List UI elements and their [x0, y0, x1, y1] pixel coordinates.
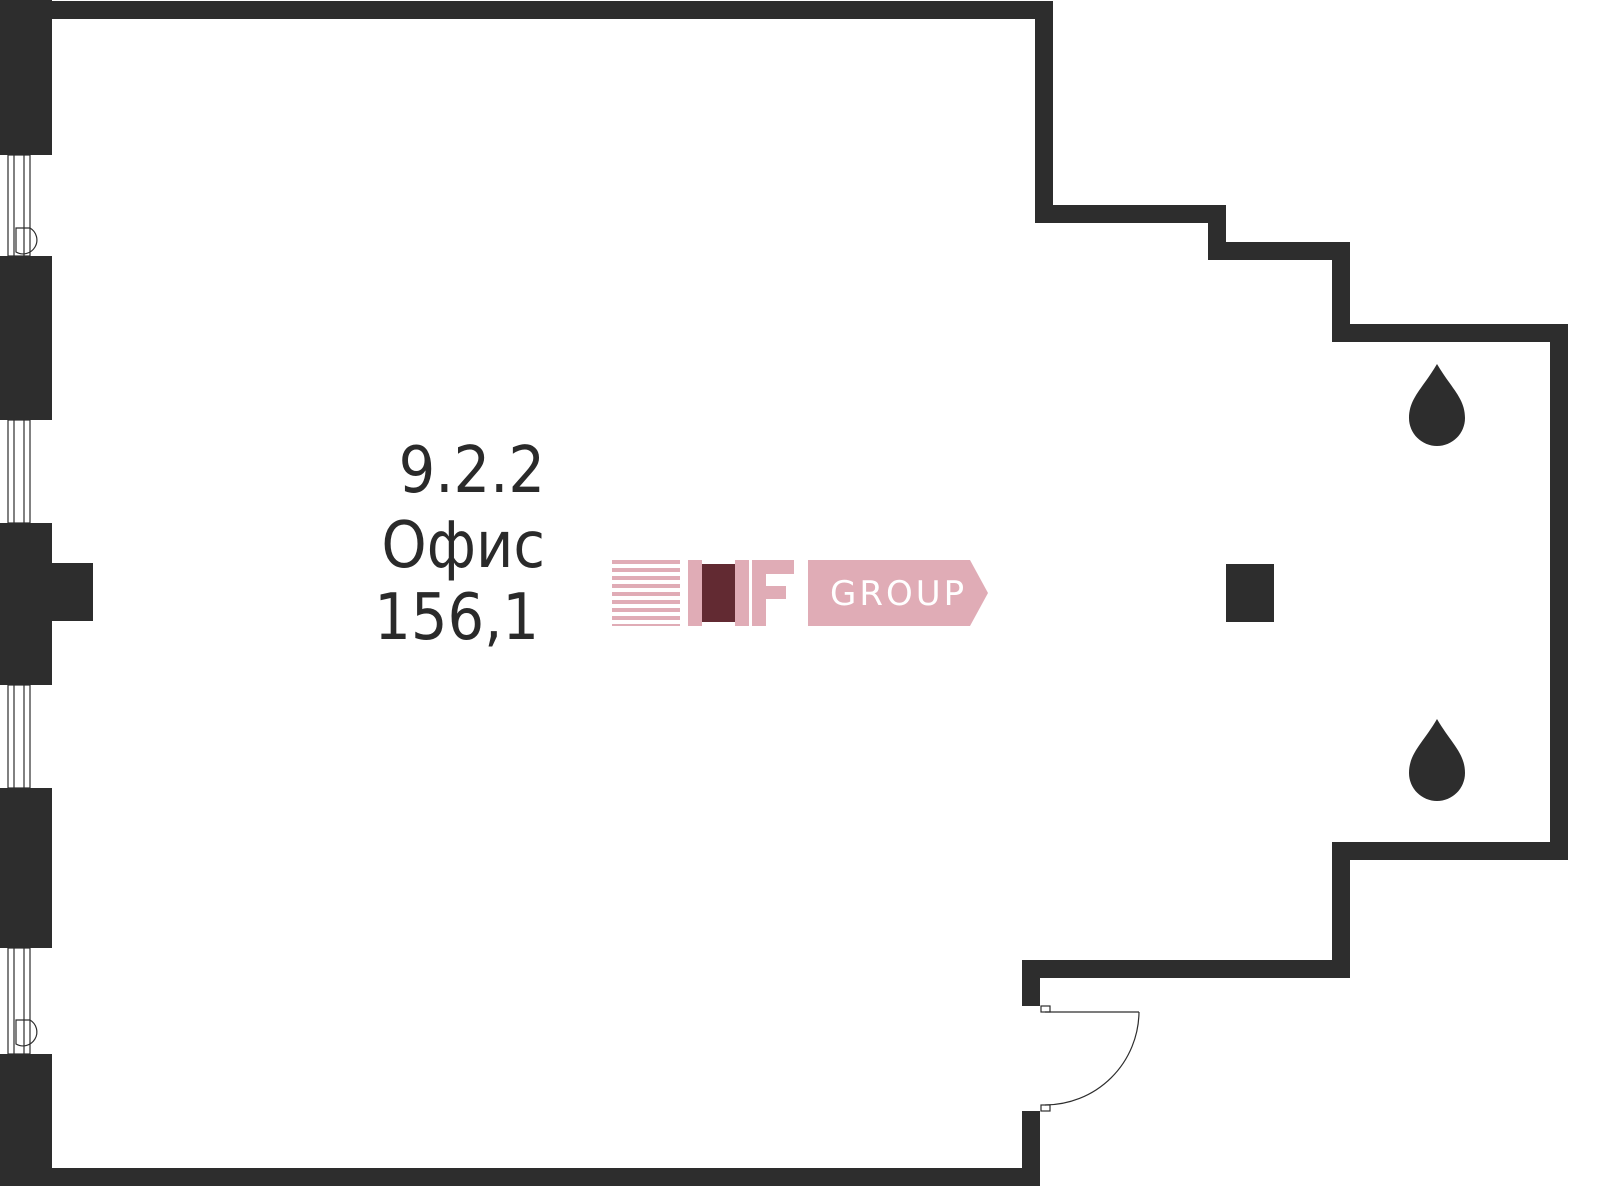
window-3: [7, 684, 31, 789]
left-pier-2: [0, 256, 52, 420]
entrance-door: [1040, 1005, 1140, 1112]
outer-wall-bottom: [38, 1111, 1040, 1186]
logo-group-text: GROUP: [830, 574, 967, 614]
logo-letter-m: [612, 560, 680, 626]
windows: [7, 154, 38, 1055]
watermark-logo: GROUP: [612, 560, 988, 626]
window-1: [7, 154, 31, 257]
room-name: Офис: [381, 509, 545, 583]
window-2: [7, 419, 31, 524]
logo-letter-f: [752, 560, 794, 626]
logo-group-badge: [808, 560, 988, 626]
left-pier-3-ledge: [52, 563, 93, 621]
left-pier-3: [0, 523, 52, 685]
window-4: [7, 947, 31, 1055]
column: [1226, 564, 1274, 622]
water-drop-icon: [1409, 719, 1465, 801]
window-1-swing-icon: [15, 227, 38, 255]
outer-wall: [52, 1, 1568, 1006]
left-pier-5: [0, 1054, 52, 1186]
left-pier-1: [0, 0, 52, 155]
logo-letter-n: [688, 560, 749, 626]
room-area: 156,1: [374, 581, 539, 655]
room-number: 9.2.2: [399, 434, 545, 508]
water-drop-icon: [1409, 364, 1465, 446]
room-label: 9.2.2 Офис 156,1: [374, 434, 545, 655]
window-4-swing-icon: [15, 1019, 38, 1047]
left-pier-4: [0, 788, 52, 948]
